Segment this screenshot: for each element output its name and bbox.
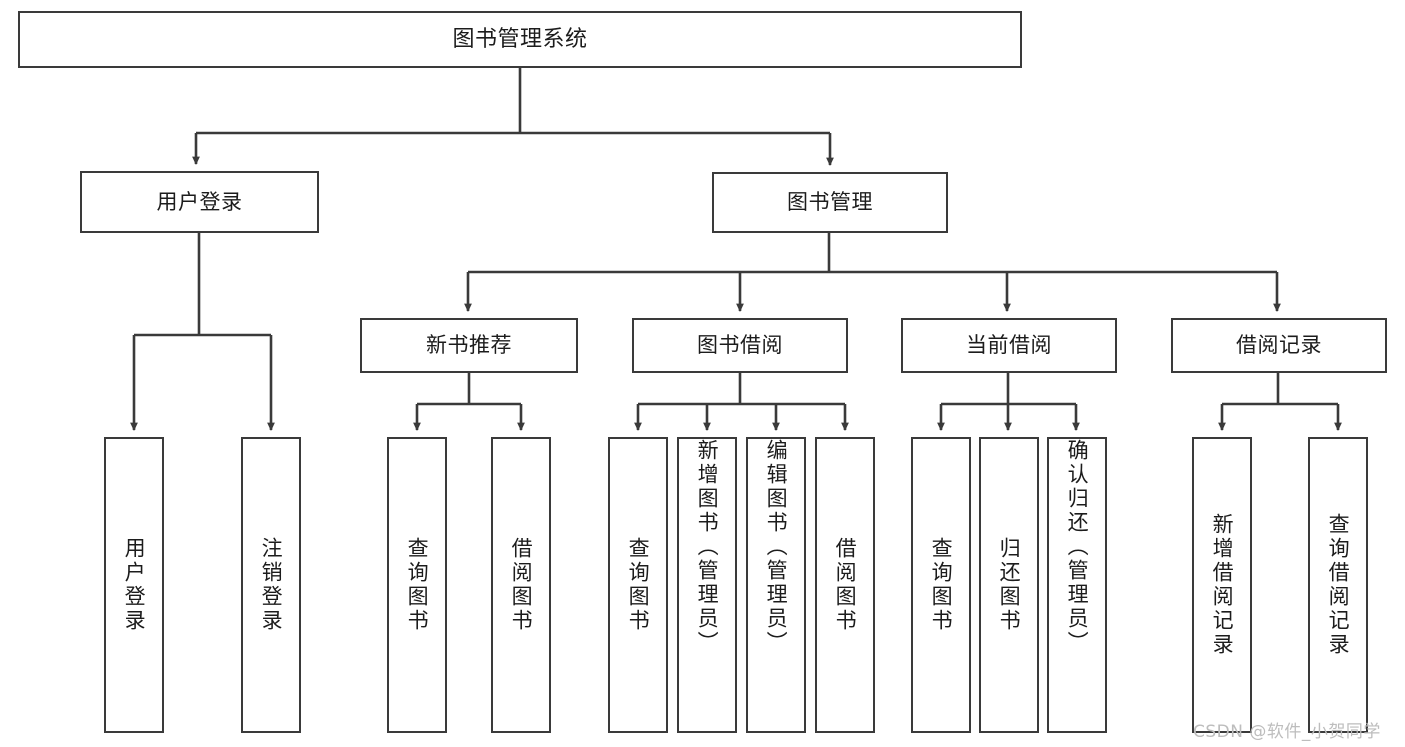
node-book-borrow[interactable]: 图书借阅 xyxy=(632,318,848,373)
node-leaf-new-book-borrow[interactable]: 借阅图书 xyxy=(491,437,551,733)
node-label: 归还图书 xyxy=(997,537,1022,633)
node-label: 图书管理系统 xyxy=(452,26,588,52)
node-leaf-current-query-book[interactable]: 查询图书 xyxy=(911,437,971,733)
node-leaf-record-query-record[interactable]: 查询借阅记录 xyxy=(1308,437,1368,733)
node-label: 编辑图书（管理员） xyxy=(764,439,789,655)
node-current-borrow[interactable]: 当前借阅 xyxy=(901,318,1117,373)
node-label: 注销登录 xyxy=(259,537,284,633)
node-label: 新增图书（管理员） xyxy=(695,439,720,655)
node-label: 用户登录 xyxy=(122,537,147,633)
node-leaf-borrow-edit-book-admin[interactable]: 编辑图书（管理员） xyxy=(746,437,806,733)
node-label: 借阅图书 xyxy=(509,537,534,633)
node-label: 新增借阅记录 xyxy=(1210,513,1235,657)
node-label: 查询借阅记录 xyxy=(1326,513,1351,657)
node-leaf-borrow-query-book[interactable]: 查询图书 xyxy=(608,437,668,733)
node-user-login[interactable]: 用户登录 xyxy=(80,171,319,233)
node-label: 当前借阅 xyxy=(966,333,1052,358)
csdn-watermark: CSDN @软件_小贺同学 xyxy=(1193,722,1381,742)
node-label: 查询图书 xyxy=(405,537,430,633)
node-label: 查询图书 xyxy=(626,537,651,633)
node-label: 图书管理 xyxy=(787,190,873,215)
node-leaf-new-book-query[interactable]: 查询图书 xyxy=(387,437,447,733)
node-root-book-management-system[interactable]: 图书管理系统 xyxy=(18,11,1022,68)
node-leaf-user-login-login[interactable]: 用户登录 xyxy=(104,437,164,733)
node-new-book-recommend[interactable]: 新书推荐 xyxy=(360,318,578,373)
node-leaf-current-confirm-return-admin[interactable]: 确认归还（管理员） xyxy=(1047,437,1107,733)
node-label: 用户登录 xyxy=(156,189,243,214)
node-label: 确认归还（管理员） xyxy=(1065,439,1090,655)
node-leaf-borrow-borrow-book[interactable]: 借阅图书 xyxy=(815,437,875,733)
node-borrow-record[interactable]: 借阅记录 xyxy=(1171,318,1387,373)
node-label: 查询图书 xyxy=(929,537,954,633)
node-leaf-record-add-record[interactable]: 新增借阅记录 xyxy=(1192,437,1252,733)
node-leaf-user-login-logout[interactable]: 注销登录 xyxy=(241,437,301,733)
node-label: 借阅记录 xyxy=(1236,333,1322,358)
node-leaf-borrow-add-book-admin[interactable]: 新增图书（管理员） xyxy=(677,437,737,733)
node-label: 图书借阅 xyxy=(697,333,783,358)
node-leaf-current-return-book[interactable]: 归还图书 xyxy=(979,437,1039,733)
node-book-management[interactable]: 图书管理 xyxy=(712,172,948,233)
node-label: 新书推荐 xyxy=(426,333,512,358)
node-label: 借阅图书 xyxy=(833,537,858,633)
